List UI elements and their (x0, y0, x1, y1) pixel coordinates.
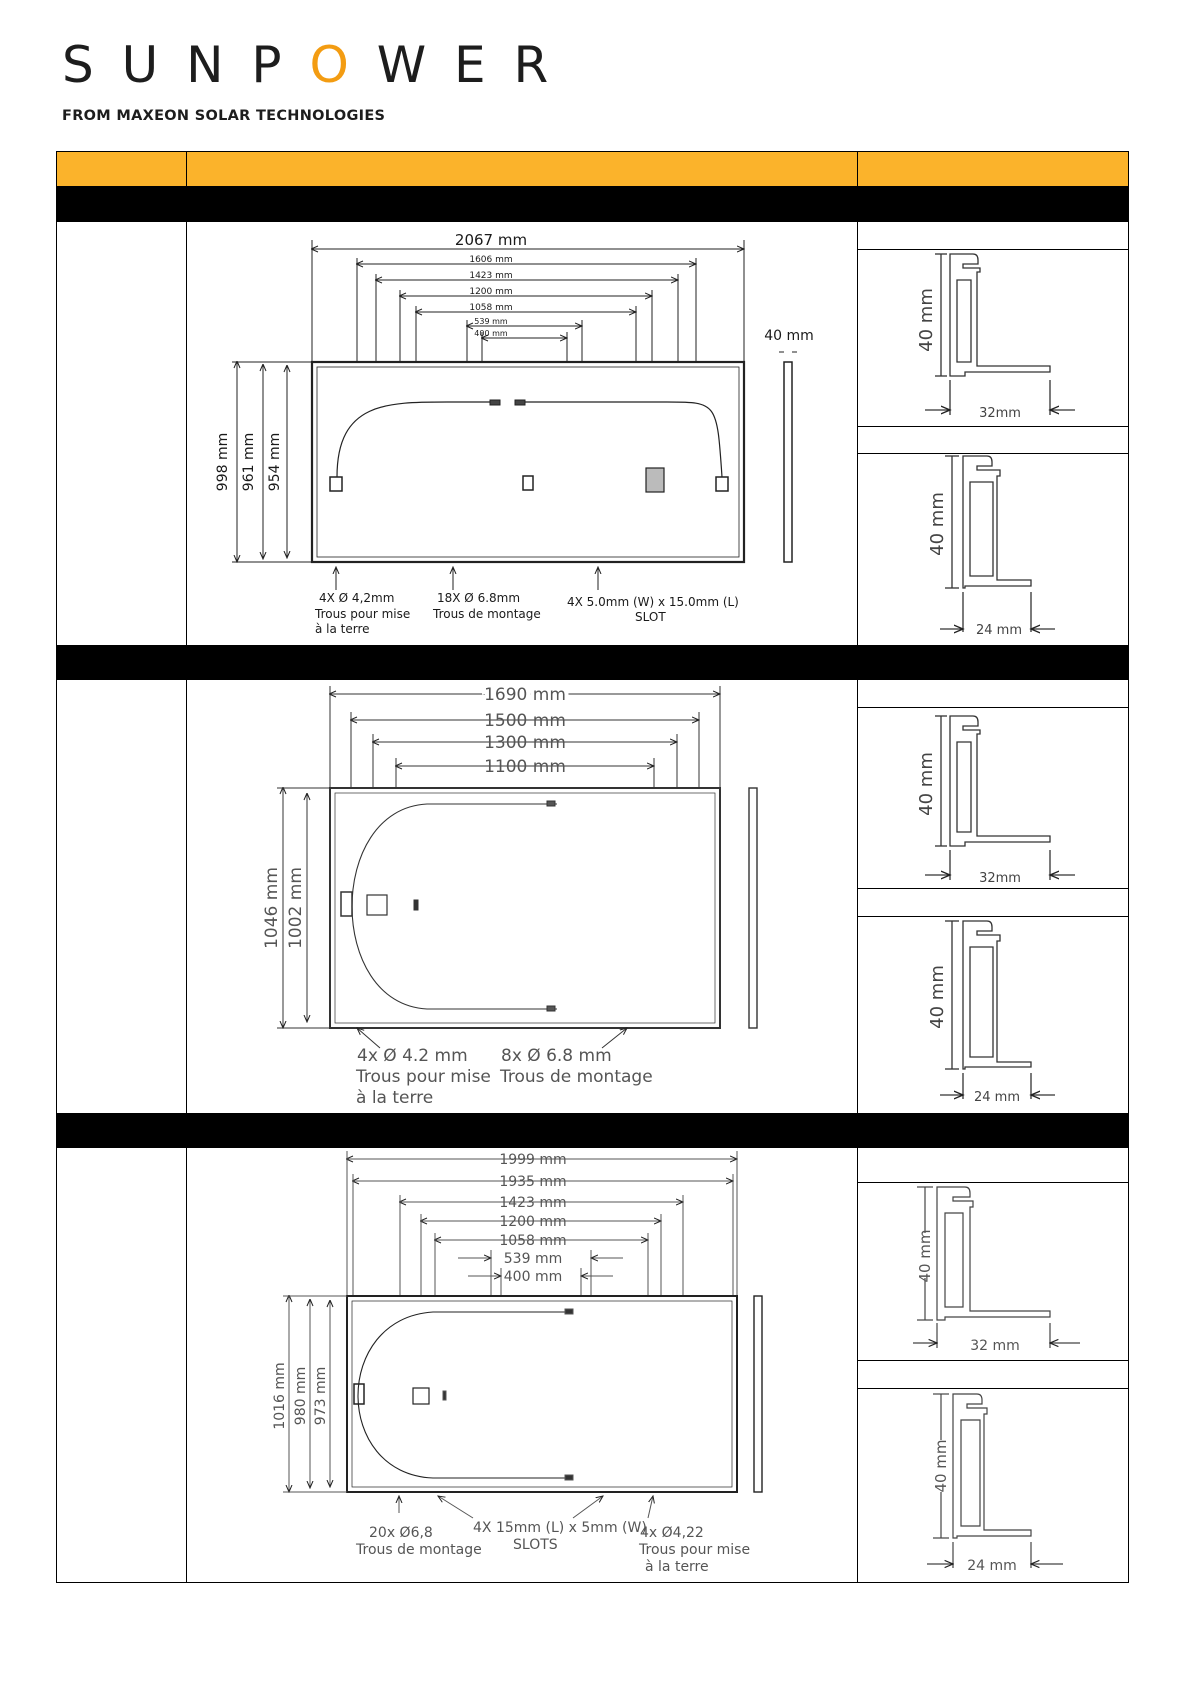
note-2-line-1: 18X Ø 6.8mm (437, 591, 520, 605)
note-1-line-1: 4X Ø 4,2mm (319, 591, 394, 605)
dim-left-1: 998 mm (215, 433, 231, 491)
note-3-line-2: Trous pour mise (638, 1542, 750, 1558)
note-1-line-3: à la terre (356, 1088, 433, 1108)
frame-profile-2b: 40 mm 24 mm (927, 920, 1055, 1105)
profile-height-label: 40 mm (932, 1439, 950, 1492)
dim-top-6: 539 mm (504, 1251, 562, 1267)
note-3-line-2: SLOT (635, 610, 666, 624)
note-3-line-3: à la terre (645, 1559, 709, 1575)
dim-top-1-fg: 1690 mm (484, 685, 566, 705)
note-1-line-3: à la terre (315, 622, 370, 636)
note-3-line-1: 4x Ø4,22 (640, 1525, 704, 1541)
section-bar-2 (56, 645, 1129, 680)
profile-width-label: 24 mm (967, 1558, 1017, 1574)
brand-wordmark: S U N P O W E R (62, 36, 555, 94)
dim-top-1: 2067 mm (455, 231, 527, 249)
note-3-line-1: 4X 5.0mm (W) x 15.0mm (L) (567, 595, 739, 609)
dim-left-2: 961 mm (241, 433, 257, 491)
panel-drawing-3: 1999 mm 1935 mm 1423 mm 1200 mm 1058 mm … (273, 1151, 763, 1575)
profile-height-label: 40 mm (916, 288, 937, 352)
note-1-line-2: Trous de montage (355, 1542, 482, 1558)
note-2-line-2: Trous de montage (432, 607, 541, 621)
dim-top-7: 400 mm (474, 329, 508, 338)
note-2-line-1: 4X 15mm (L) x 5mm (W) (473, 1520, 647, 1536)
profile-width-label: 24 mm (974, 1090, 1020, 1105)
brand-tagline: FROM MAXEON SOLAR TECHNOLOGIES (62, 108, 386, 124)
panel-drawing-1: 2067 mm 1606 mm 1423 mm 1200 mm 1058 mm … (215, 231, 814, 636)
profile-width-label: 32mm (979, 871, 1021, 886)
profile-width-label: 32mm (979, 406, 1021, 421)
section-bar-1 (56, 187, 1129, 222)
dim-top-3: 1423 mm (499, 1195, 566, 1211)
table-header-row (56, 151, 1129, 187)
dim-top-7: 400 mm (504, 1269, 562, 1285)
note-1-line-2: Trous pour mise (355, 1067, 491, 1087)
note-1-line-1: 20x Ø6,8 (369, 1525, 433, 1541)
dim-side: 40 mm (764, 328, 814, 344)
section-bar-3 (56, 1113, 1129, 1148)
frame-profile-1a: 40 mm 32mm (916, 253, 1075, 421)
profile-height-label: 40 mm (927, 492, 948, 556)
frame-profile-3a: 40 mm 32 mm (913, 1186, 1080, 1354)
dim-top-5: 1058 mm (499, 1233, 566, 1249)
dim-top-1: 1690 mm (484, 685, 566, 705)
dim-top-4: 1200 mm (499, 1214, 566, 1230)
dim-top-2: 1606 mm (469, 255, 512, 265)
dim-top-3: 1300 mm (484, 733, 566, 753)
frame-profile-1b: 40 mm 24 mm (927, 455, 1055, 638)
note-1-line-1: 4x Ø 4.2 mm (357, 1046, 468, 1066)
note-1-line-2: Trous pour mise (314, 607, 410, 621)
dim-left-2: 1002 mm (286, 867, 306, 949)
dim-top-4: 1100 mm (484, 757, 566, 777)
dim-top-4: 1200 mm (469, 287, 512, 297)
dim-top-1: 1999 mm (499, 1152, 566, 1168)
profile-height-label: 40 mm (927, 965, 948, 1029)
frame-profile-2a: 40 mm 32mm (916, 715, 1075, 886)
frame-profile-3b: 40 mm 24 mm (927, 1393, 1063, 1574)
profile-height-label: 40 mm (916, 752, 937, 816)
dim-left-3: 973 mm (313, 1367, 329, 1425)
dim-top-3: 1423 mm (469, 271, 512, 281)
panel-drawing-2: 1690 mm 1690 mm 1500 mm 1300 mm 1100 mm … (262, 684, 758, 1108)
dim-top-5: 1058 mm (469, 303, 512, 313)
note-2-line-1: 8x Ø 6.8 mm (501, 1046, 612, 1066)
dim-left-1: 1016 mm (273, 1362, 288, 1429)
dim-top-2: 1935 mm (499, 1174, 566, 1190)
profile-width-label: 24 mm (976, 623, 1022, 638)
specs-table (56, 151, 1129, 1583)
sunpower-logo: S U N P O W E R FROM MAXEON SOLAR TECHNO… (62, 40, 554, 124)
dim-left-1: 1046 mm (262, 867, 282, 949)
dim-left-2: 980 mm (293, 1367, 309, 1425)
profile-width-label: 32 mm (970, 1338, 1020, 1354)
note-2-line-2: Trous de montage (499, 1067, 653, 1087)
dim-top-2: 1500 mm (484, 711, 566, 731)
profile-height-label: 40 mm (916, 1229, 934, 1282)
note-2-line-2: SLOTS (513, 1537, 558, 1553)
dim-left-3: 954 mm (267, 433, 283, 491)
dim-top-6: 539 mm (474, 317, 508, 326)
